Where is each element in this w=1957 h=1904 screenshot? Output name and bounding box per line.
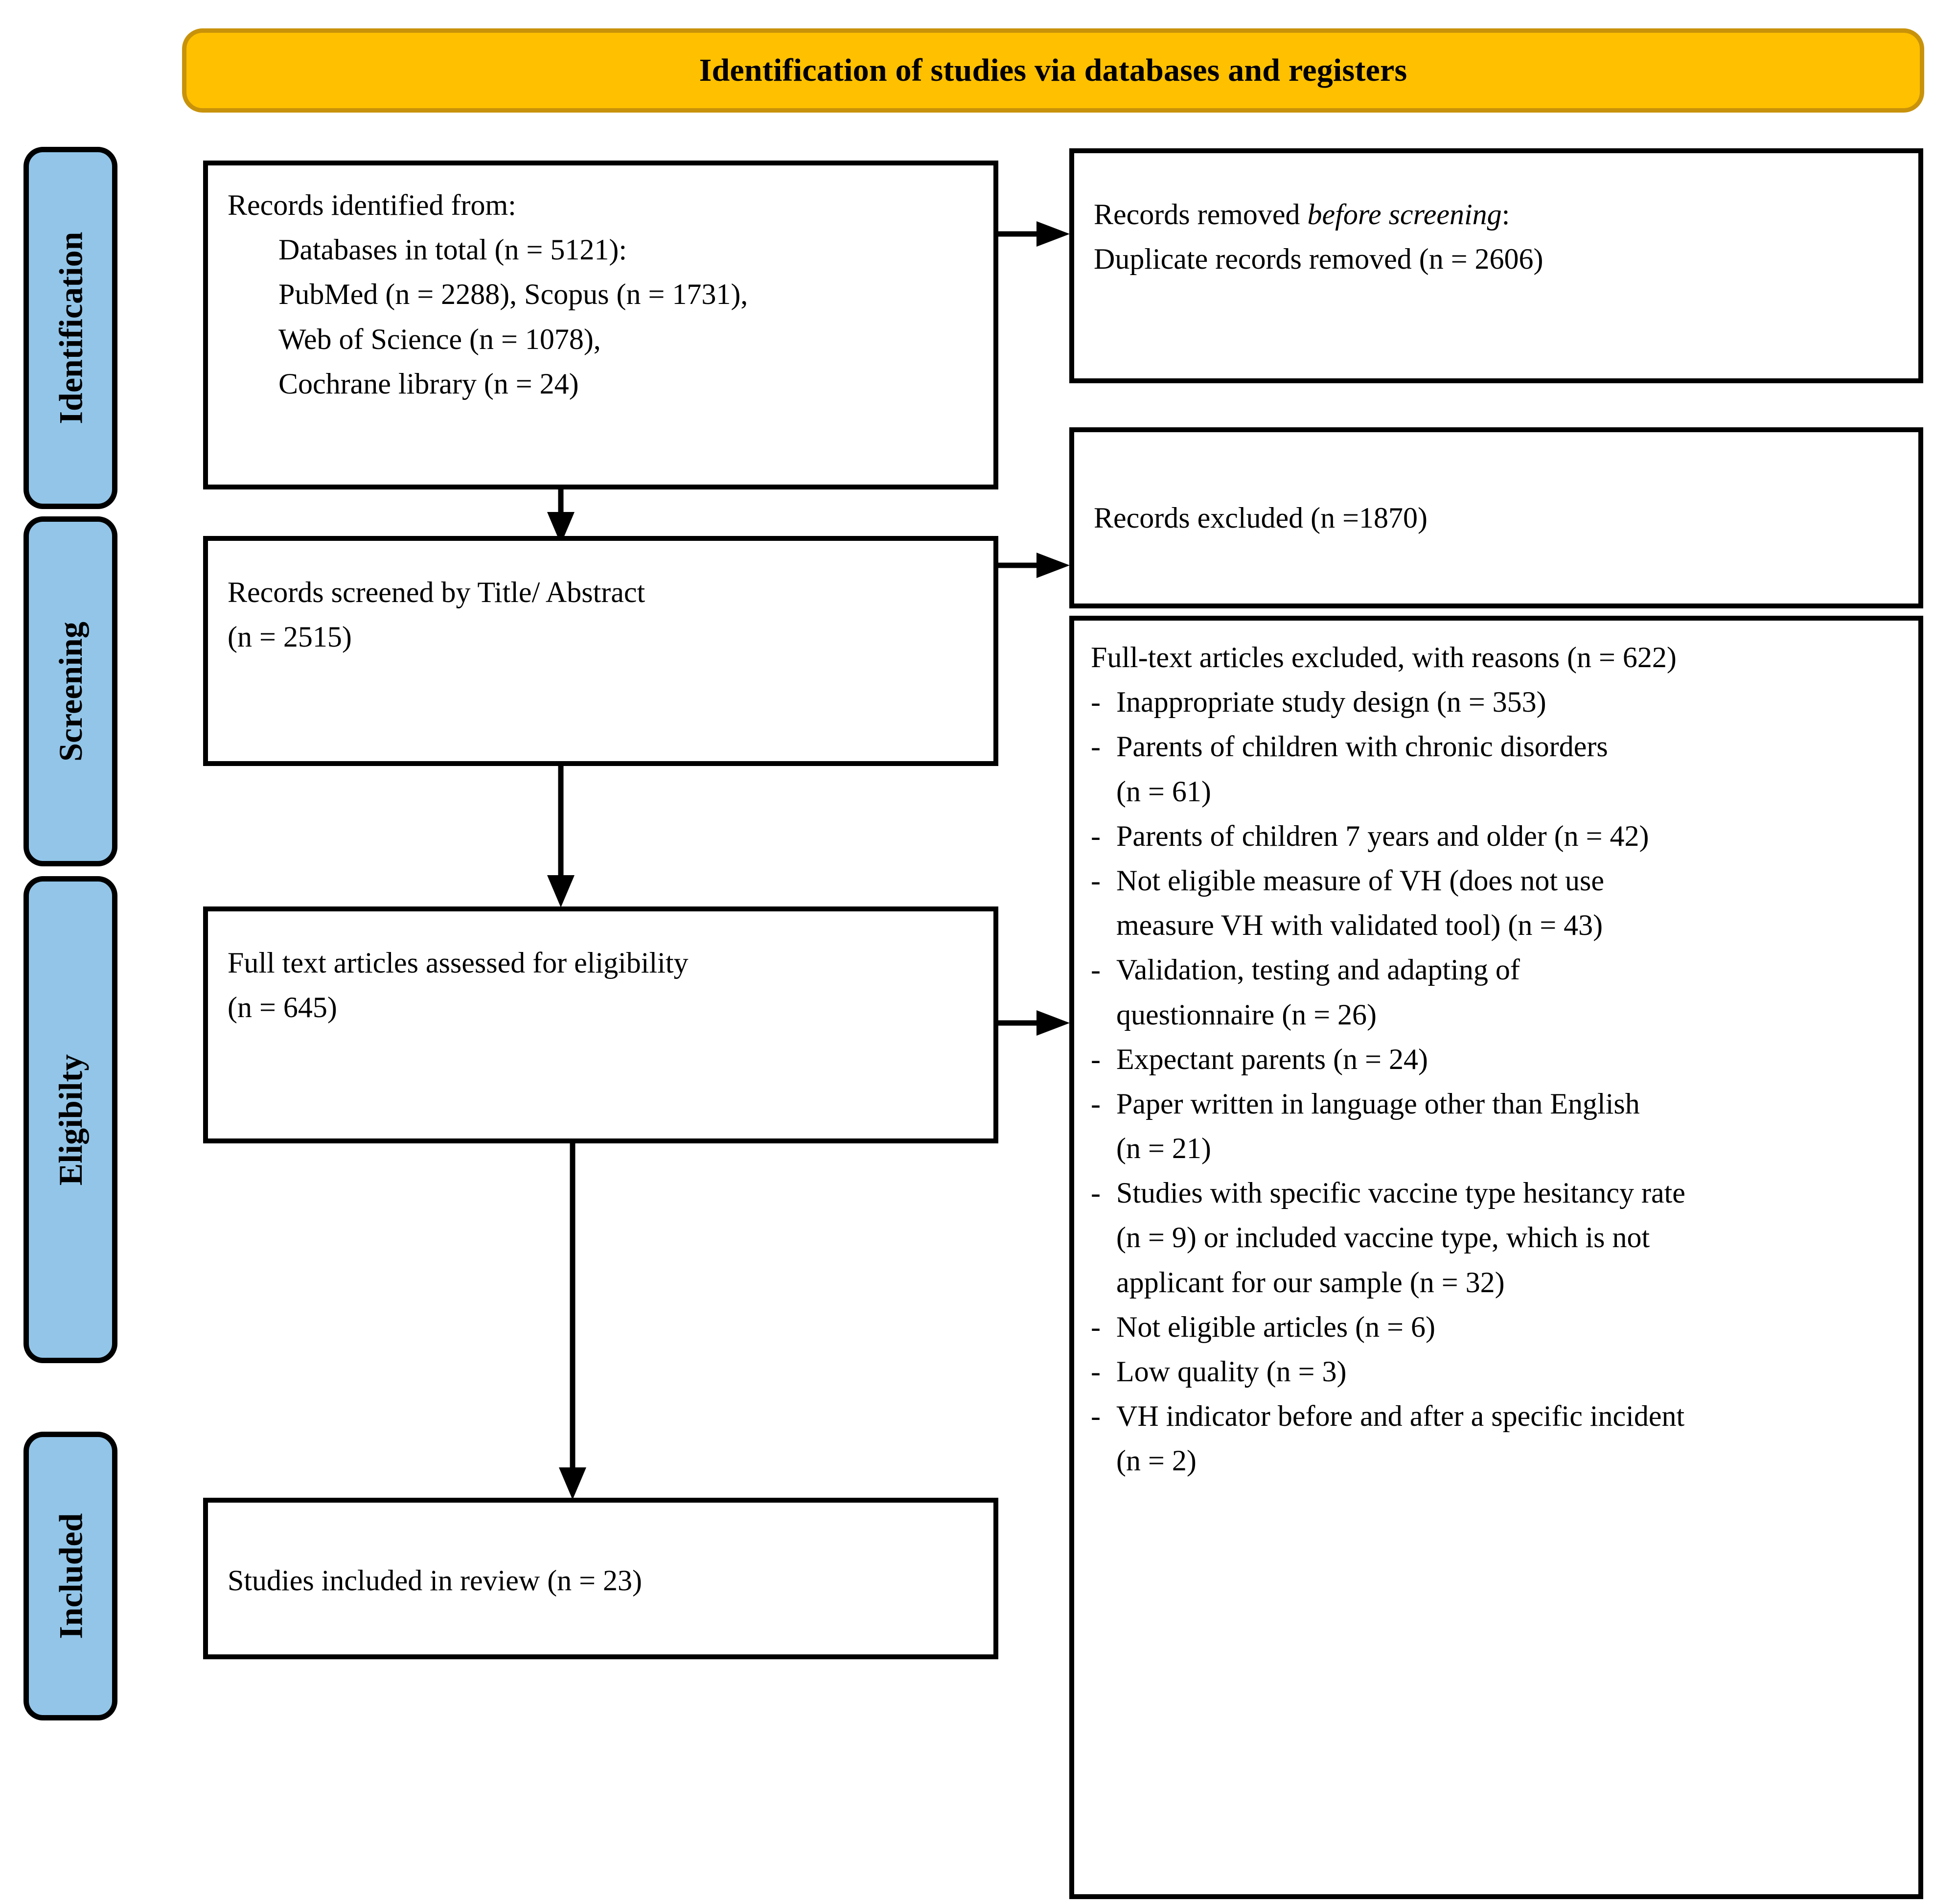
stage-label-text: Included bbox=[52, 1513, 89, 1639]
reason-line: Studies with specific vaccine type hesit… bbox=[1116, 1177, 1685, 1209]
box-body: Full-text articles excluded, with reason… bbox=[1074, 621, 1918, 1484]
stage-label-screening: Screening bbox=[23, 516, 117, 866]
reason-bullet-dash: - bbox=[1091, 1087, 1101, 1120]
reason-text: Inappropriate study design (n = 353) bbox=[1116, 680, 1904, 724]
reason-item: -Not eligible articles (n = 6) bbox=[1091, 1305, 1904, 1349]
box-line: Databases in total (n = 5121): bbox=[278, 233, 627, 266]
box-line: PubMed (n = 2288), Scopus (n = 1731), bbox=[278, 278, 748, 311]
box-body: Full text articles assessed for eligibil… bbox=[208, 911, 993, 1030]
reason-item: -Low quality (n = 3) bbox=[1091, 1349, 1904, 1394]
reason-item: -Not eligible measure of VH (does not us… bbox=[1091, 859, 1904, 948]
reason-line: VH indicator before and after a specific… bbox=[1116, 1400, 1685, 1433]
reason-item: -Paper written in language other than En… bbox=[1091, 1082, 1904, 1171]
box-line: Records screened by Title/ Abstract bbox=[228, 576, 645, 608]
box-line-emphasis: before screening bbox=[1307, 198, 1502, 231]
reason-text: Low quality (n = 3) bbox=[1116, 1349, 1904, 1394]
reason-line: Not eligible measure of VH (does not use bbox=[1116, 864, 1605, 897]
box-records-excluded: Records excluded (n =1870) bbox=[1069, 427, 1923, 608]
reason-text: Expectant parents (n = 24) bbox=[1116, 1037, 1904, 1082]
reason-line: (n = 2) bbox=[1116, 1444, 1197, 1477]
reason-item: -Validation, testing and adapting of ques… bbox=[1091, 948, 1904, 1037]
box-line: Cochrane library (n = 24) bbox=[278, 367, 579, 400]
reason-item: -Parents of children with chronic disord… bbox=[1091, 724, 1904, 813]
reason-text: Not eligible articles (n = 6) bbox=[1116, 1305, 1904, 1349]
box-line: Duplicate records removed (n = 2606) bbox=[1094, 243, 1543, 276]
box-line: (n = 645) bbox=[228, 991, 337, 1024]
reason-line: Expectant parents (n = 24) bbox=[1116, 1043, 1428, 1075]
reason-bullet-dash: - bbox=[1091, 864, 1101, 897]
reason-text: Studies with specific vaccine type hesit… bbox=[1116, 1171, 1904, 1305]
reason-text: Not eligible measure of VH (does not use… bbox=[1116, 859, 1904, 948]
box-studies-included: Studies included in review (n = 23) bbox=[203, 1498, 998, 1659]
arrow-fulltext-to-included bbox=[559, 1143, 586, 1500]
reason-line: applicant for our sample (n = 32) bbox=[1116, 1266, 1505, 1299]
reason-line: Paper written in language other than Eng… bbox=[1116, 1087, 1640, 1120]
reason-bullet-dash: - bbox=[1091, 1177, 1101, 1209]
box-body: Studies included in review (n = 23) bbox=[208, 1503, 993, 1603]
reasons-heading: Full-text articles excluded, with reason… bbox=[1091, 641, 1677, 673]
reason-item: -Studies with specific vaccine type hesi… bbox=[1091, 1171, 1904, 1305]
reason-text: Validation, testing and adapting of quest… bbox=[1116, 948, 1904, 1037]
box-body: Records identified from: Databases in to… bbox=[208, 165, 993, 406]
reason-line: Parents of children with chronic disorde… bbox=[1116, 730, 1608, 763]
reason-line: Not eligible articles (n = 6) bbox=[1116, 1310, 1435, 1343]
reason-bullet-dash: - bbox=[1091, 1400, 1101, 1433]
box-line: (n = 2515) bbox=[228, 621, 352, 653]
reason-line: (n = 21) bbox=[1116, 1132, 1211, 1165]
box-records-identified: Records identified from: Databases in to… bbox=[203, 161, 998, 489]
box-records-screened: Records screened by Title/ Abstract (n =… bbox=[203, 536, 998, 766]
reason-bullet-dash: - bbox=[1091, 1043, 1101, 1075]
page-title: Identification of studies via databases … bbox=[699, 52, 1407, 88]
stage-label-text: Identification bbox=[52, 232, 89, 424]
reason-line: Parents of children 7 years and older (n… bbox=[1116, 819, 1649, 852]
reason-bullet-dash: - bbox=[1091, 819, 1101, 852]
reason-text: Parents of children 7 years and older (n… bbox=[1116, 814, 1904, 859]
box-fulltext-assessed: Full text articles assessed for eligibil… bbox=[203, 906, 998, 1143]
box-records-removed: Records removed before screening: Duplic… bbox=[1069, 148, 1923, 383]
stage-label-text: Eligibilty bbox=[52, 1054, 89, 1185]
reason-bullet-dash: - bbox=[1091, 953, 1101, 986]
box-line-part: Records removed bbox=[1094, 198, 1308, 231]
reason-line: Inappropriate study design (n = 353) bbox=[1116, 686, 1546, 719]
box-body: Records excluded (n =1870) bbox=[1074, 432, 1918, 540]
reason-text: Parents of children with chronic disorde… bbox=[1116, 724, 1904, 813]
stage-label-identification: Identification bbox=[23, 147, 117, 509]
reason-line: measure VH with validated tool) (n = 43) bbox=[1116, 909, 1603, 942]
box-body: Records screened by Title/ Abstract (n =… bbox=[208, 541, 993, 659]
reason-line: Low quality (n = 3) bbox=[1116, 1355, 1347, 1388]
reason-text: Paper written in language other than Eng… bbox=[1116, 1082, 1904, 1171]
reason-line: (n = 61) bbox=[1116, 775, 1211, 808]
reason-line: Validation, testing and adapting of bbox=[1116, 953, 1520, 986]
stage-label-text: Screening bbox=[52, 621, 90, 762]
stage-label-included: Included bbox=[23, 1432, 117, 1720]
reasons-list: -Inappropriate study design (n = 353)-Pa… bbox=[1091, 680, 1904, 1483]
box-line-part: : bbox=[1501, 198, 1510, 231]
box-fulltext-excluded-reasons: Full-text articles excluded, with reason… bbox=[1069, 616, 1923, 1899]
stage-label-eligibility: Eligibilty bbox=[23, 876, 117, 1363]
arrow-identified-to-removed bbox=[998, 221, 1070, 247]
reason-bullet-dash: - bbox=[1091, 1355, 1101, 1388]
reason-item: -VH indicator before and after a specifi… bbox=[1091, 1394, 1904, 1483]
box-line: Full text articles assessed for eligibil… bbox=[228, 947, 689, 979]
arrow-screened-to-fulltext bbox=[547, 766, 575, 907]
box-line: Web of Science (n = 1078), bbox=[278, 323, 601, 355]
reason-line: questionnaire (n = 26) bbox=[1116, 998, 1377, 1031]
arrow-screened-to-excluded bbox=[998, 553, 1070, 578]
reason-bullet-dash: - bbox=[1091, 686, 1101, 719]
box-body: Records removed before screening: Duplic… bbox=[1074, 153, 1918, 281]
box-line: Studies included in review (n = 23) bbox=[228, 1564, 643, 1597]
arrow-fulltext-to-reasons bbox=[998, 1010, 1070, 1036]
header-banner: Identification of studies via databases … bbox=[182, 28, 1924, 113]
reason-bullet-dash: - bbox=[1091, 1310, 1101, 1343]
reason-line: (n = 9) or included vaccine type, which … bbox=[1116, 1221, 1650, 1254]
box-line: Records identified from: bbox=[228, 189, 516, 221]
reason-item: -Expectant parents (n = 24) bbox=[1091, 1037, 1904, 1082]
box-line: Records removed before screening: bbox=[1094, 192, 1899, 237]
box-line: Records excluded (n =1870) bbox=[1094, 502, 1427, 534]
reason-item: -Parents of children 7 years and older (… bbox=[1091, 814, 1904, 859]
reason-bullet-dash: - bbox=[1091, 730, 1101, 763]
reason-item: -Inappropriate study design (n = 353) bbox=[1091, 680, 1904, 724]
reason-text: VH indicator before and after a specific… bbox=[1116, 1394, 1904, 1483]
